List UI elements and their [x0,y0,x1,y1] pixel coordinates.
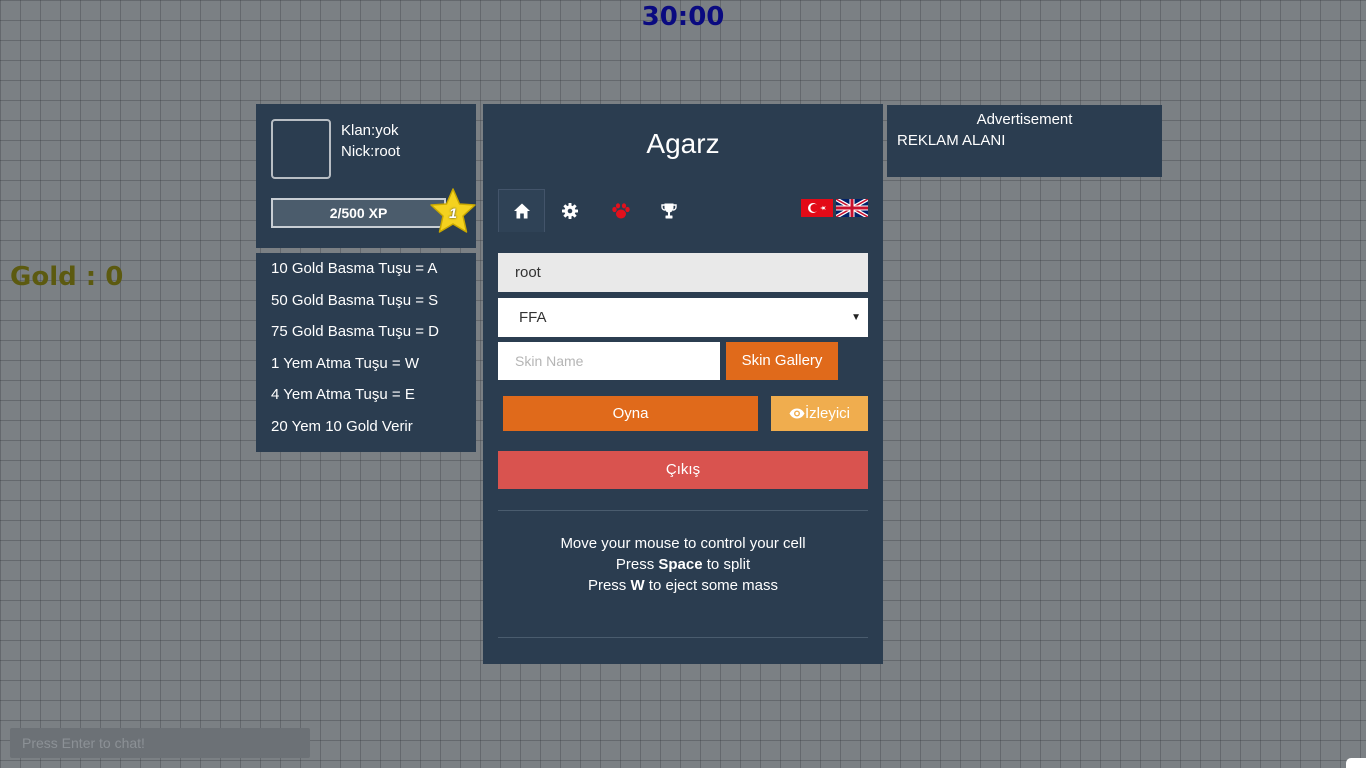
game-mode-value: FFA [519,309,547,326]
exit-button[interactable]: Çıkış [498,451,868,489]
level-value: 1 [449,205,457,221]
key-hint: 75 Gold Basma Tuşu = D [271,323,440,340]
key-hint: 20 Yem 10 Gold Verir [271,417,413,435]
key-hint: 4 Yem Atma Tuşu = E [271,386,415,403]
tab-home[interactable] [498,189,545,232]
instructions: Move your mouse to control your cell Pre… [483,533,883,596]
instruction-split: Press Space to split [615,556,751,573]
gold-counter: Gold : 0 [10,262,124,292]
divider [498,637,868,638]
avatar[interactable] [271,119,331,179]
dropdown-caret-icon: ▼ [851,312,861,323]
paw-icon [611,202,630,218]
key-hint: 50 Gold Basma Tuşu = S [271,291,439,309]
turkey-flag-icon[interactable] [801,199,833,217]
key-hints-panel: 10 Gold Basma Tuşu = A 50 Gold Basma Tuş… [256,253,476,452]
nickname-input[interactable]: root [498,253,868,292]
spectate-button[interactable]: İzleyici [771,396,868,431]
home-icon [513,203,530,219]
clan-label: Klan:yok [341,122,399,139]
advertisement-panel: Advertisement REKLAM ALANI [887,105,1162,177]
main-menu-panel: Agarz [483,104,883,664]
uk-flag-icon[interactable] [835,197,869,219]
skin-name-input[interactable]: Skin Name [498,342,720,380]
instruction-eject: Press W to eject some mass [587,577,779,594]
chat-input[interactable]: Press Enter to chat! [10,728,310,758]
game-timer: 30:00 [641,2,725,32]
ad-heading: Advertisement [976,111,1073,128]
game-mode-select[interactable]: FFA ▼ [498,298,868,337]
nick-label: Nick:root [341,143,401,160]
instruction-mouse: Move your mouse to control your cell [560,535,806,552]
divider [498,510,868,511]
skin-gallery-button[interactable]: Skin Gallery [726,342,838,380]
spectate-label: İzleyici [804,405,850,422]
key-hint: 1 Yem Atma Tuşu = W [271,354,419,372]
tab-leaderboard[interactable] [645,189,692,232]
tab-settings[interactable] [546,189,593,232]
corner-widget[interactable] [1346,758,1366,768]
play-button[interactable]: Oyna [503,396,758,431]
level-star-icon: 1 [428,187,478,237]
profile-panel: Klan:yok Nick:root 2/500 XP 1 [256,104,476,248]
tab-pets[interactable] [597,189,644,232]
gear-icon [561,202,578,219]
profile-info: Klan:yok Nick:root [341,120,400,162]
xp-bar: 2/500 XP [271,198,446,228]
trophy-icon [660,203,677,218]
game-title: Agarz [646,128,720,159]
key-hint: 10 Gold Basma Tuşu = A [271,260,438,277]
ad-text[interactable]: REKLAM ALANI [897,132,1006,149]
eye-icon [789,408,805,419]
